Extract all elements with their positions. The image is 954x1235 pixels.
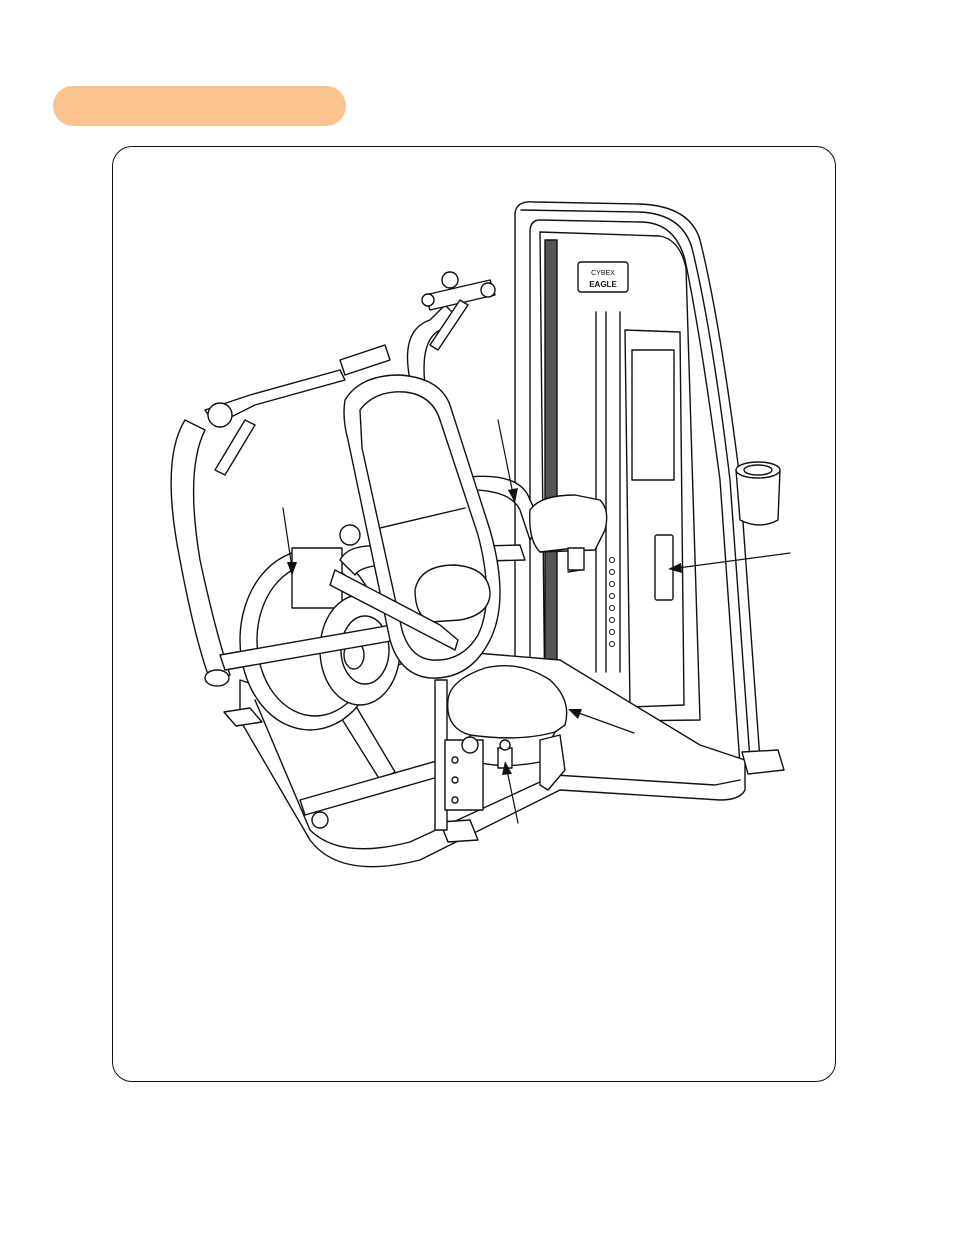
callout-arrows — [283, 420, 790, 823]
left-arm — [171, 345, 425, 686]
weight-stack-tower: CYBEX EAGLE — [515, 202, 780, 765]
logo-text-bottom: EAGLE — [589, 280, 617, 289]
weight-stack-pins — [610, 558, 615, 647]
instruction-placard — [655, 535, 673, 600]
seat-callout — [568, 709, 634, 733]
right-arm — [408, 272, 496, 385]
cam-callout — [283, 508, 297, 576]
arm-pad — [530, 495, 607, 572]
arm-pad-callout — [498, 420, 518, 503]
cup-holder — [736, 462, 780, 525]
instruction-placard-callout — [668, 553, 790, 573]
seat — [435, 666, 567, 830]
logo-text-top: CYBEX — [591, 270, 615, 277]
seat-adjust-callout — [502, 761, 518, 823]
section-header-pill — [53, 86, 346, 126]
logo-plate: CYBEX EAGLE — [578, 262, 628, 292]
seat-back — [330, 375, 500, 678]
